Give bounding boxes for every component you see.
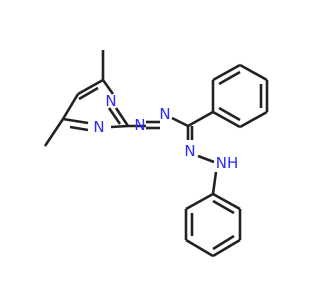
bond-n-azo-c bbox=[171, 116, 189, 128]
bond-c4-n3 bbox=[101, 79, 115, 95]
bond-layer bbox=[43, 50, 269, 258]
atom-label-layer: N N N N N NH bbox=[93, 92, 238, 172]
bond-c5-c6 bbox=[61, 93, 80, 120]
atom-n-ring-bottom: N bbox=[93, 118, 104, 136]
bond-ph2-a bbox=[185, 192, 214, 211]
atom-nh-hydrazone: NH bbox=[216, 154, 239, 172]
bond-ph2-inner-3 bbox=[212, 199, 235, 215]
atom-n-azo-2: N bbox=[159, 105, 170, 123]
bond-n3-c2-inner bbox=[107, 107, 122, 125]
bond-ph2-inner-2 bbox=[212, 234, 235, 251]
bond-c-phenyl bbox=[187, 110, 214, 128]
bond-ph1-inner-3 bbox=[218, 106, 241, 122]
bond-n1-c6-inner bbox=[69, 125, 89, 132]
atom-n-ring-top: N bbox=[105, 92, 116, 110]
bond-n1-c6 bbox=[62, 117, 89, 125]
molecule-structure-diagram: N N N N N NH bbox=[43, 50, 269, 258]
bond-nh-phenyl bbox=[211, 171, 218, 195]
bond-c2-n1 bbox=[110, 124, 129, 129]
atom-n-azo-1: N bbox=[134, 116, 145, 134]
bond-ph1-e bbox=[239, 110, 268, 129]
bond-ph2-d bbox=[212, 238, 241, 258]
bond-ph1-inner-1 bbox=[218, 70, 241, 86]
bond-n3-c2 bbox=[114, 107, 130, 127]
bond-c4-c5-inner bbox=[78, 86, 99, 101]
bond-ph2-c bbox=[185, 238, 214, 258]
bond-c4-c5 bbox=[77, 78, 104, 96]
atom-n-hydrazone: N bbox=[184, 142, 195, 160]
bond-ph1-b bbox=[212, 63, 241, 82]
bond-c6-methyl bbox=[43, 118, 65, 147]
bond-ph1-f bbox=[212, 110, 241, 129]
bond-ph2-f bbox=[212, 192, 241, 211]
bond-n-nh bbox=[197, 154, 215, 164]
bond-ph1-c bbox=[239, 63, 268, 82]
